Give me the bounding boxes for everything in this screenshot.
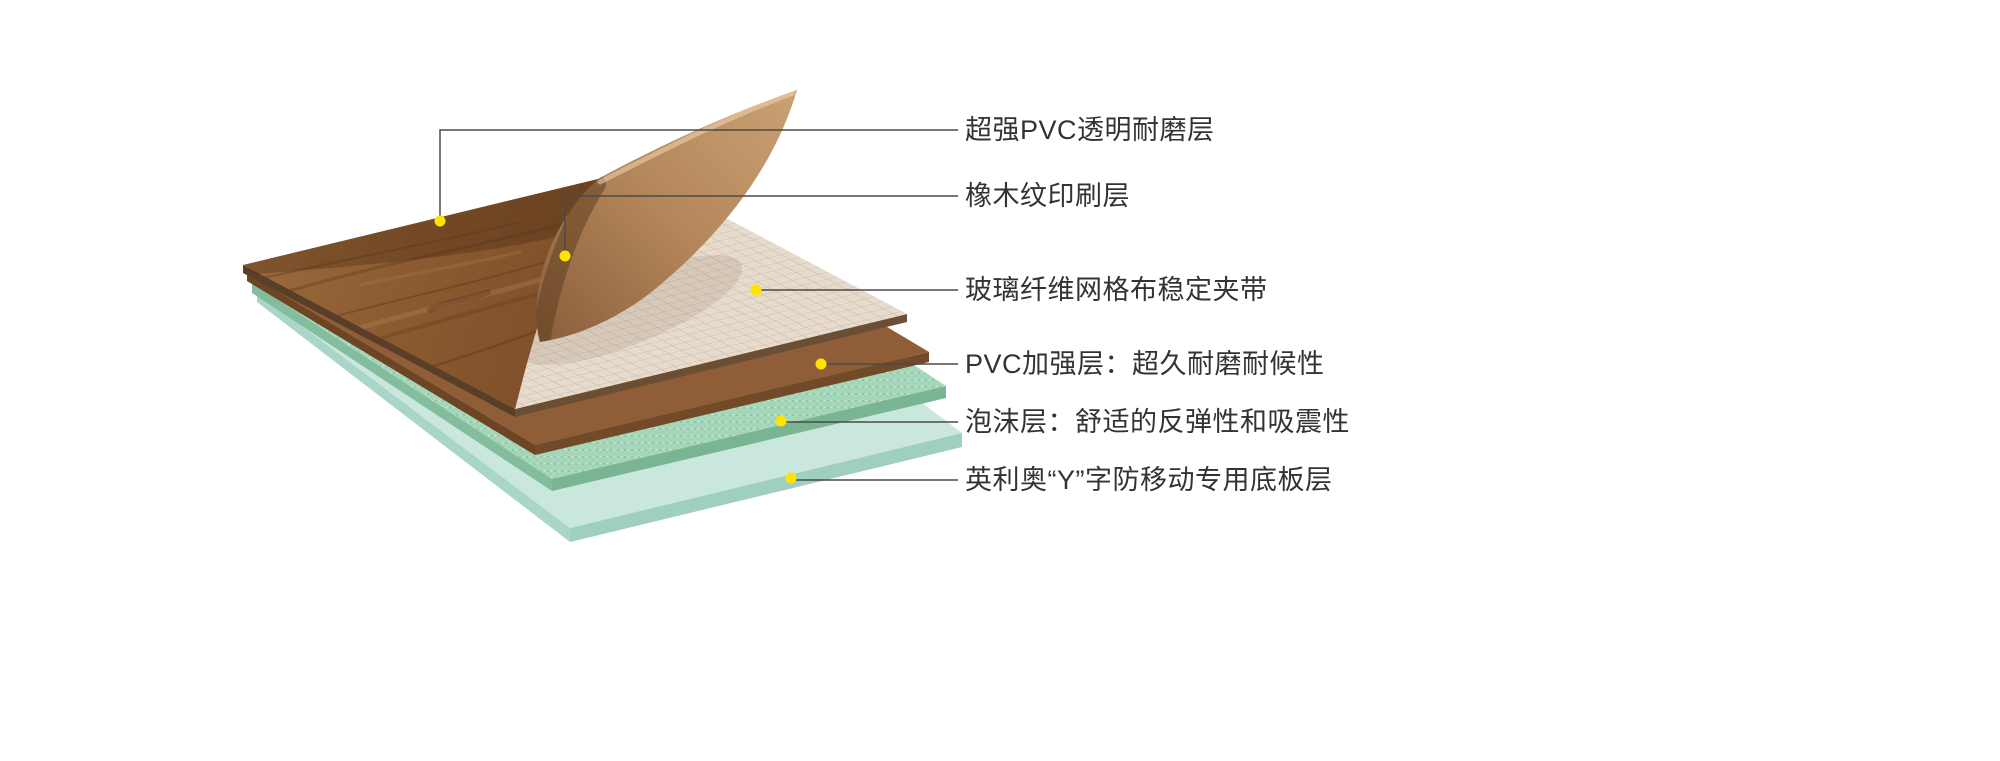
marker-dot-wear-layer <box>434 215 446 227</box>
leader-line-wear-layer <box>439 129 958 216</box>
label-print-layer: 橡木纹印刷层 <box>965 181 1130 211</box>
leader-line-print-layer <box>564 195 958 250</box>
label-base-layer: 英利奥“Y”字防移动专用底板层 <box>965 465 1333 495</box>
marker-dot-fiberglass-layer <box>750 284 762 296</box>
label-fiberglass-layer: 玻璃纤维网格布稳定夹带 <box>965 275 1268 305</box>
leader-lines <box>439 129 958 481</box>
label-foam-layer: 泡沫层：舒适的反弹性和吸震性 <box>965 407 1350 437</box>
transparent-wear-region <box>243 179 598 274</box>
marker-dots <box>434 215 827 484</box>
label-wear-layer: 超强PVC透明耐磨层 <box>965 115 1215 145</box>
marker-dot-base-layer <box>785 472 797 484</box>
label-pvc-reinforce-layer: PVC加强层：超久耐磨耐候性 <box>965 349 1325 379</box>
marker-dot-print-layer <box>559 250 571 262</box>
marker-dot-pvc-reinforce-layer <box>815 358 827 370</box>
marker-dot-foam-layer <box>775 415 787 427</box>
